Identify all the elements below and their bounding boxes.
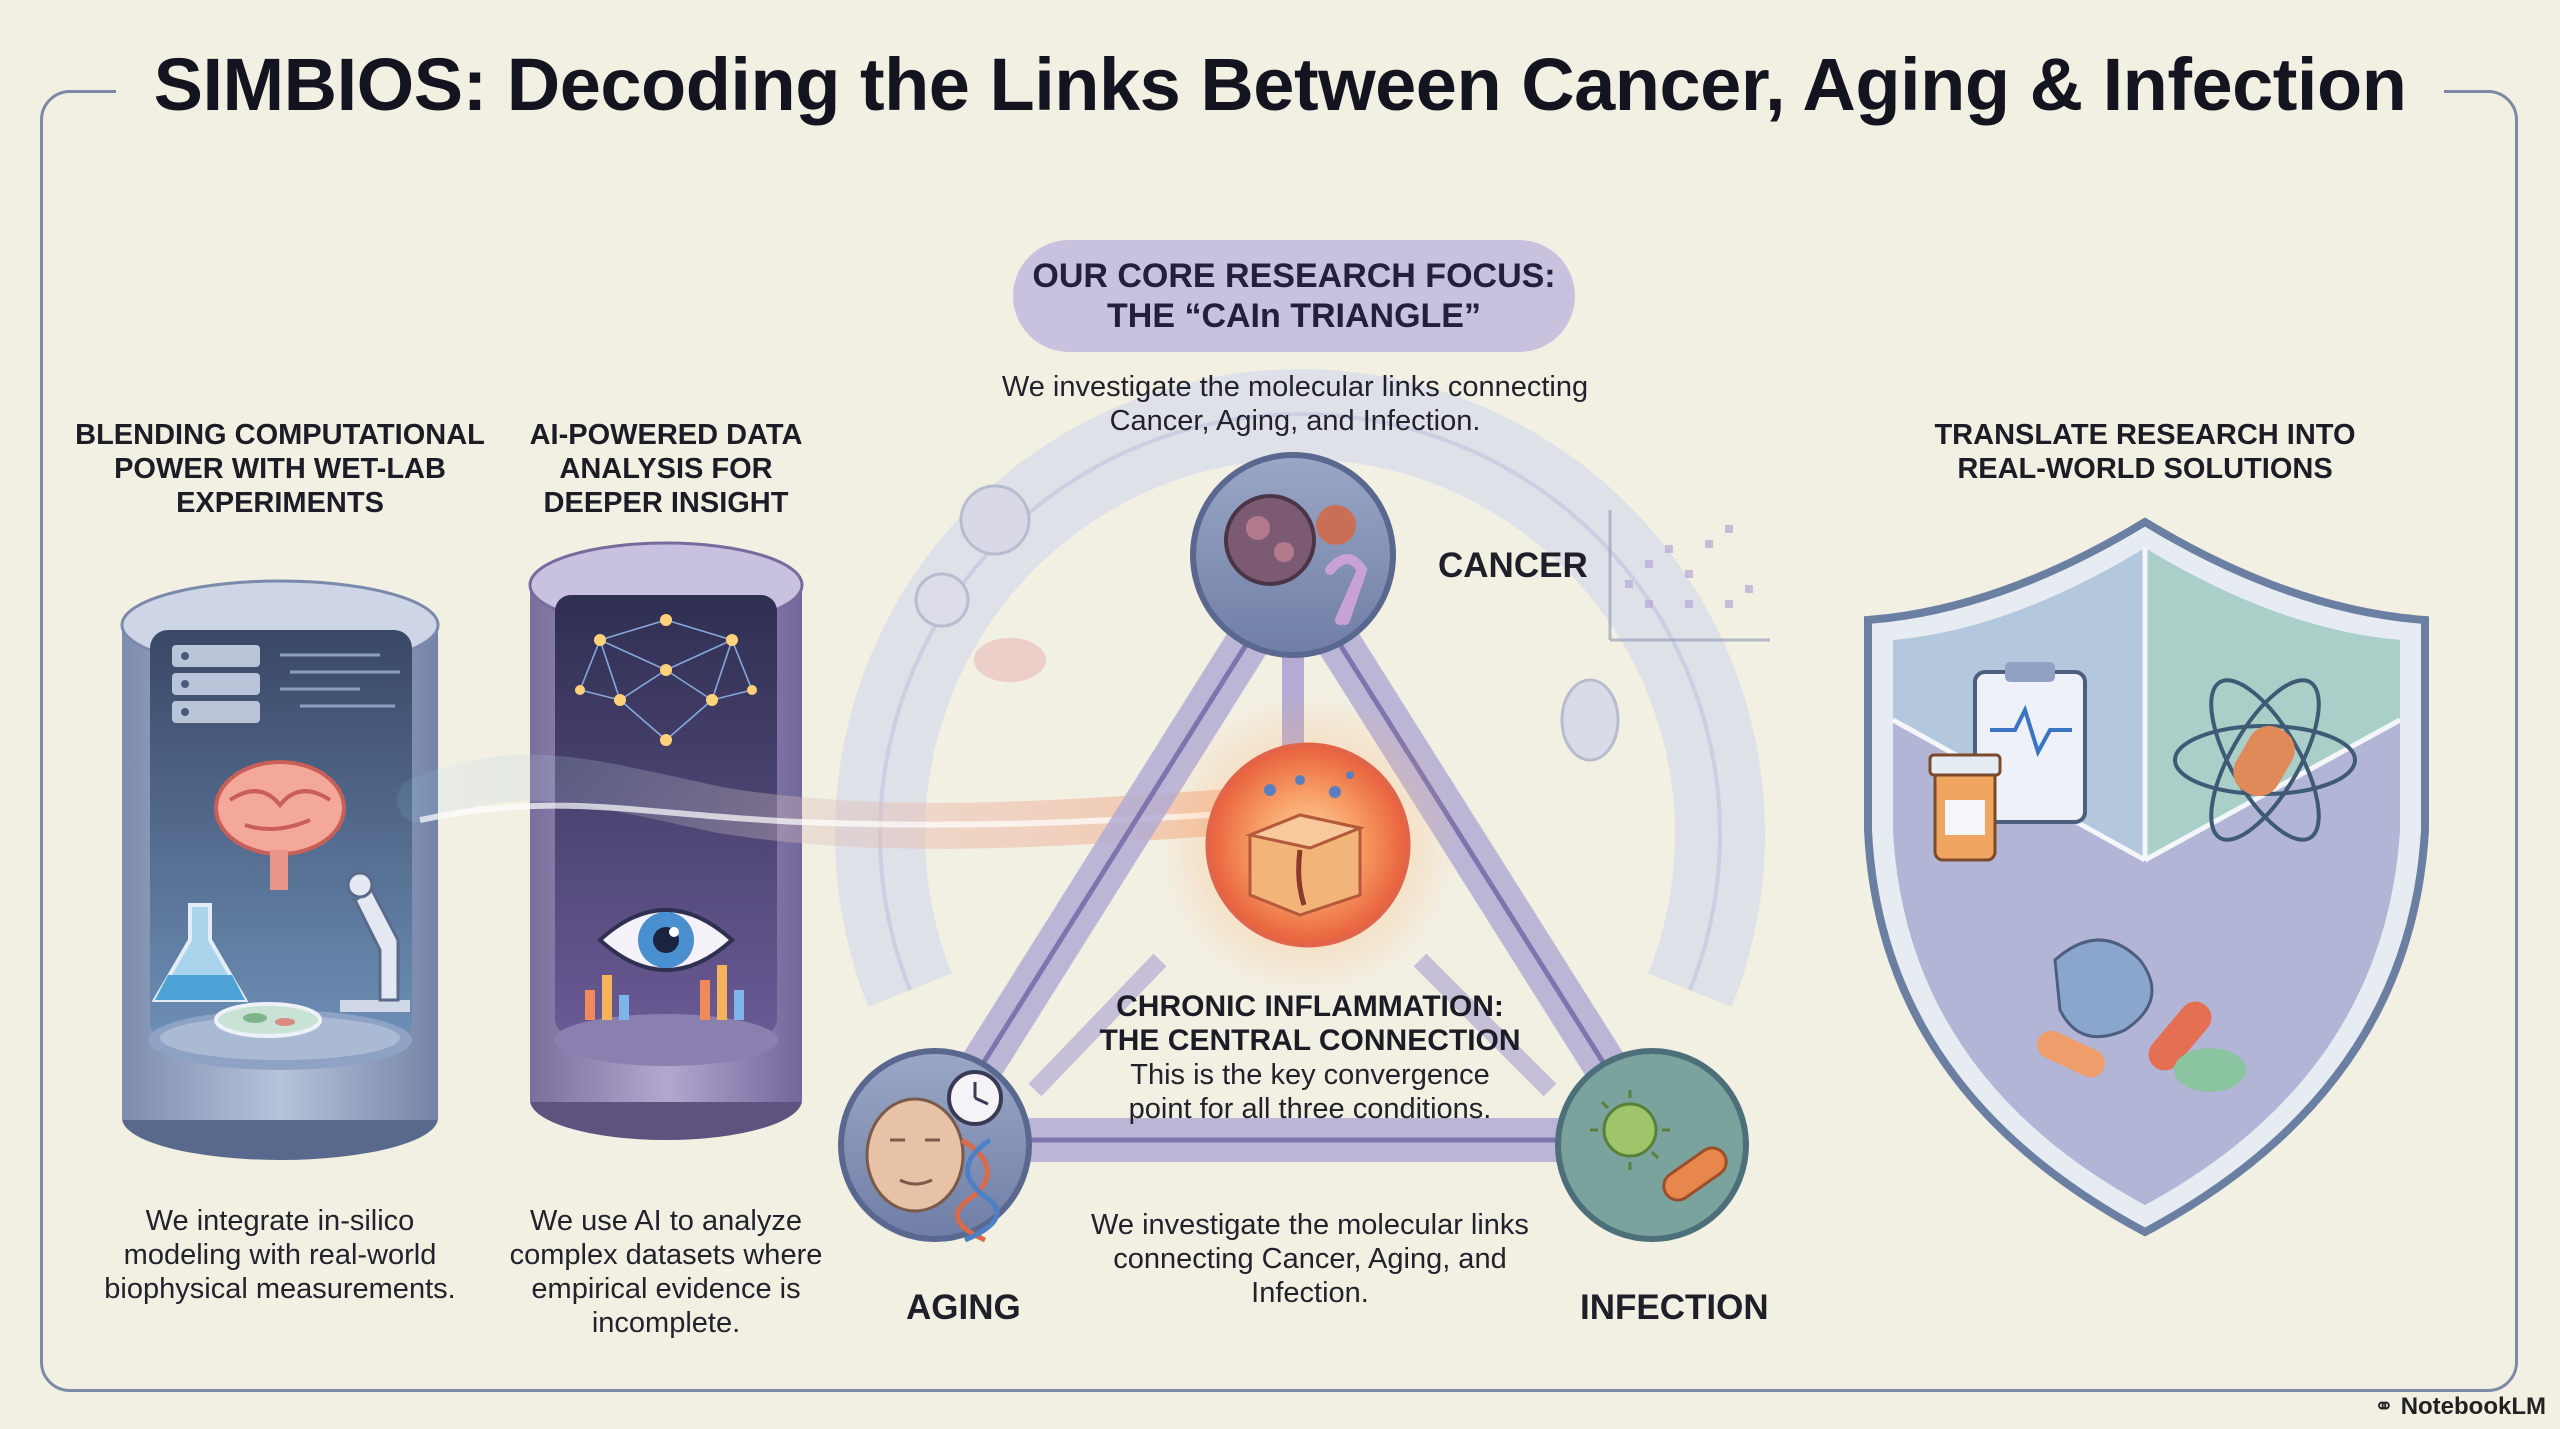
central-heading-line: CHRONIC INFLAMMATION:	[1116, 990, 1504, 1023]
lab-panel-body: We integrate in-silico modeling with rea…	[60, 1204, 500, 1306]
dna-icon	[954, 1137, 1000, 1243]
bottom-desc-line: Infection.	[1251, 1277, 1369, 1309]
solutions-heading-line: REAL-WORLD SOLUTIONS	[1957, 453, 2333, 485]
clipboard-icon	[1973, 662, 2087, 824]
solutions-heading: TRANSLATE RESEARCH INTO REAL-WORLD SOLUT…	[1900, 418, 2390, 486]
medicine-bottle-icon	[1928, 753, 2002, 862]
infection-label: INFECTION	[1580, 1288, 1769, 1327]
solutions-heading-line: TRANSLATE RESEARCH INTO	[1934, 419, 2356, 451]
bacteria-icon	[1662, 1146, 1728, 1202]
brand-name: NotebookLM	[2400, 1393, 2546, 1420]
ai-body-line: We use AI to analyze	[530, 1205, 802, 1237]
core-pill-line: OUR CORE RESEARCH FOCUS:	[1032, 257, 1556, 295]
server-icon	[172, 645, 260, 723]
central-connection-heading: CHRONIC INFLAMMATION: THE CENTRAL CONNEC…	[1090, 990, 1530, 1058]
mini-chart-icon	[1608, 510, 1770, 642]
bottom-desc-line: We investigate the molecular links	[1091, 1209, 1529, 1241]
brand-watermark: ⚭ NotebookLM	[2374, 1392, 2546, 1421]
core-desc-line: We investigate the molecular links conne…	[1001, 371, 1589, 403]
central-heading-line: THE CENTRAL CONNECTION	[1099, 1024, 1521, 1057]
ai-heading-line: ANALYSIS FOR	[559, 453, 773, 485]
eye-icon	[597, 908, 735, 972]
brain-icon	[214, 760, 346, 890]
lab-body-line: biophysical measurements.	[104, 1273, 456, 1305]
cancer-node	[1190, 452, 1396, 658]
lab-body-line: modeling with real-world	[123, 1239, 437, 1271]
background-arc	[835, 369, 1765, 1007]
ai-body-line: complex datasets where	[509, 1239, 823, 1271]
lab-panel-heading: BLENDING COMPUTATIONAL POWER WITH WET-LA…	[60, 418, 500, 520]
central-connection-body: This is the key convergence point for al…	[1090, 1058, 1530, 1126]
inflammation-center	[1158, 695, 1458, 995]
elderly-face-icon	[865, 1097, 965, 1213]
bottom-description: We investigate the molecular links conne…	[1060, 1208, 1560, 1310]
ai-heading-line: AI-POWERED DATA	[529, 419, 803, 451]
ai-panel-body: We use AI to analyze complex datasets wh…	[486, 1204, 846, 1340]
lab-body-line: We integrate in-silico	[145, 1205, 415, 1237]
core-pill-line: THE “CAIn TRIANGLE”	[1107, 297, 1481, 335]
ai-heading-line: DEEPER INSIGHT	[543, 487, 789, 519]
lab-heading-line: BLENDING COMPUTATIONAL	[75, 419, 485, 451]
infection-node	[1555, 1048, 1749, 1242]
central-body-line: This is the key convergence	[1130, 1059, 1490, 1091]
clock-icon	[947, 1070, 1003, 1126]
virus-icon	[1590, 1090, 1670, 1170]
ai-body-line: incomplete.	[591, 1307, 741, 1339]
bottom-desc-line: connecting Cancer, Aging, and	[1113, 1243, 1507, 1275]
lab-heading-line: POWER WITH WET-LAB	[114, 453, 446, 485]
microscope-icon	[340, 871, 410, 1012]
lab-cylinder	[120, 579, 440, 1160]
core-desc-line: Cancer, Aging, and Infection.	[1109, 405, 1481, 437]
core-focus-pill: OUR CORE RESEARCH FOCUS: THE “CAIn TRIAN…	[1013, 240, 1575, 352]
shield-icon	[1864, 517, 2429, 1237]
ai-body-line: empirical evidence is	[531, 1273, 801, 1305]
central-body-line: point for all three conditions.	[1128, 1093, 1492, 1125]
page-title: SIMBIOS: Decoding the Links Between Canc…	[0, 42, 2560, 127]
neural-network-icon	[579, 619, 753, 741]
awareness-ribbon-icon	[1325, 554, 1368, 625]
ai-panel-heading: AI-POWERED DATA ANALYSIS FOR DEEPER INSI…	[486, 418, 846, 520]
ai-cylinder	[528, 541, 804, 1140]
aging-label: AGING	[906, 1288, 1021, 1327]
bar-chart-icon	[585, 965, 744, 1020]
core-description: We investigate the molecular links conne…	[930, 370, 1660, 438]
skin-tissue-icon	[1244, 813, 1366, 917]
aging-node	[838, 1048, 1032, 1243]
notebooklm-logo-icon: ⚭	[2373, 1393, 2395, 1420]
flask-icon	[151, 903, 249, 1002]
petri-dish-icon	[214, 1002, 322, 1038]
cancer-label: CANCER	[1438, 546, 1588, 585]
pill-capsule-icon	[2037, 1001, 2246, 1092]
lab-heading-line: EXPERIMENTS	[176, 487, 384, 519]
